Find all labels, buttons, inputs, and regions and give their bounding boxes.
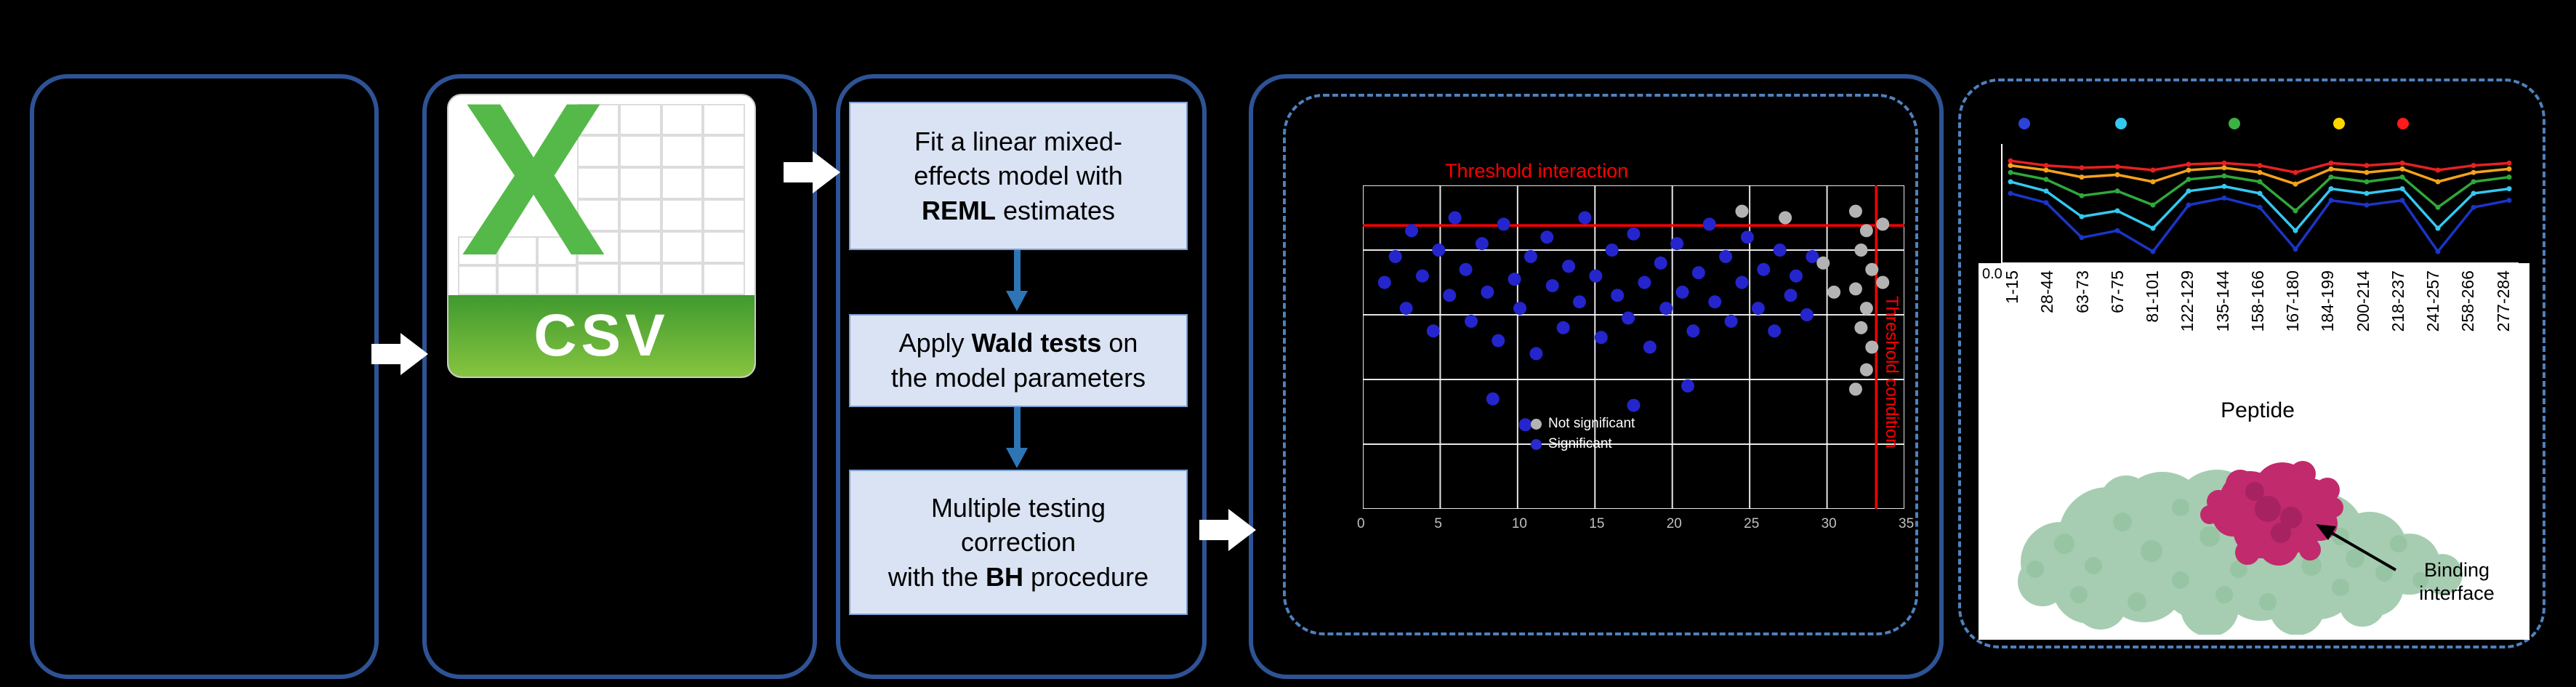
x-tick-label: 10 (1511, 516, 1527, 531)
panel-statistical-steps (836, 74, 1207, 679)
step1-bold-reml: REML (921, 195, 996, 225)
peptide-tick-label: 28-44 (2037, 270, 2057, 313)
legend-label: Significant (1548, 436, 1612, 451)
legend-dot-icon (1531, 438, 1542, 450)
panel-peptide-results (1958, 79, 2545, 648)
scatter-plot (1362, 185, 1905, 523)
excel-x-logo: X (460, 94, 606, 302)
binding-label-line2: interface (2419, 582, 2495, 605)
step2-text: on (1101, 328, 1138, 358)
legend-item: Significant (1531, 436, 1635, 452)
step3-bold-bh: BH (985, 561, 1023, 592)
binding-label-line1: Binding (2423, 559, 2490, 581)
panel-global-results (1249, 74, 1944, 679)
flow-arrow-1-icon (371, 333, 428, 375)
x-tick-label: 5 (1434, 516, 1442, 531)
peptide-uptake-svg (2001, 118, 2519, 264)
step2-text: Apply (898, 328, 972, 358)
x-tick-label: 25 (1744, 516, 1760, 531)
step1-text: effects model with (914, 161, 1123, 191)
peptide-tick-label: 277-284 (2493, 270, 2513, 332)
flow-arrow-3-icon (1199, 509, 1256, 551)
peptide-tick-label: 1-15 (2003, 270, 2021, 305)
step1-text: estimates (995, 195, 1116, 225)
peptide-tick-label: 135-144 (2213, 270, 2232, 332)
step3-text: correction (960, 527, 1076, 558)
peptide-tick-label: 200-214 (2353, 270, 2372, 332)
binding-interface-shading (2245, 482, 2302, 543)
step3-text: with the (887, 561, 986, 592)
threshold-interaction-label: Threshold interaction (1445, 160, 1629, 182)
peptide-axis-labels: 1-15 28-44 63-73 67-75 81-101 122-129 135-144 1… (2003, 270, 2513, 401)
spreadsheet-grid-small (457, 236, 577, 295)
panel-csv-file (422, 74, 817, 679)
legend-dot-icon (1531, 418, 1542, 430)
peptide-tick-label: 158-166 (2247, 270, 2267, 332)
legend-item: Not significant (1531, 416, 1635, 432)
peptide-tick-label: 67-75 (2107, 270, 2127, 313)
step3-text: Multiple testing (930, 492, 1106, 523)
y-axis-tick-label: 0.0 (1982, 266, 2003, 282)
peptide-uptake-chart (1984, 109, 2522, 265)
csv-page-background: X CSV (447, 94, 756, 378)
step1-text: Fit a linear mixed- (914, 126, 1123, 156)
peptide-tick-label: 241-257 (2423, 270, 2443, 332)
step2-text: the model parameters (890, 363, 1146, 393)
spreadsheet-grid (576, 103, 746, 295)
peptide-tick-label: 167-180 (2283, 270, 2303, 332)
x-tick-label: 30 (1821, 516, 1837, 531)
step-wald-tests-box: Apply Wald tests on the model parameters (849, 314, 1188, 407)
x-tick-label: 15 (1589, 516, 1605, 531)
csv-ribbon-label: CSV (534, 302, 669, 369)
global-results-dashed-frame (1283, 94, 1918, 635)
step-fit-model-box: Fit a linear mixed- effects model with R… (849, 102, 1188, 250)
step2-bold-wald: Wald tests (971, 328, 1102, 358)
protein-structure-svg (2018, 461, 2463, 637)
down-arrow-2-icon (1006, 407, 1028, 468)
peptide-axis-title: Peptide (2221, 398, 2295, 422)
peptide-tick-label: 122-129 (2178, 270, 2197, 332)
step3-text: procedure (1023, 561, 1149, 592)
threshold-condition-label: Threshold condition (1882, 296, 1901, 449)
legend-label: Not significant (1548, 416, 1635, 431)
down-arrow-1-icon (1006, 250, 1028, 311)
step-bh-correction-box: Multiple testing correction with the BH … (849, 470, 1188, 615)
panel-input (30, 74, 379, 679)
peptide-tick-label: 258-266 (2458, 270, 2478, 332)
x-tick-label: 0 (1357, 516, 1365, 531)
scatter-x-axis-ticks: 0 5 10 15 20 25 30 35 (1357, 516, 1914, 537)
flow-arrow-2-icon (784, 151, 840, 193)
peptide-tick-label: 184-199 (2318, 270, 2338, 332)
peptide-tick-label: 218-237 (2388, 270, 2407, 332)
binding-arrow-icon (2316, 524, 2397, 571)
csv-file-icon: X CSV (447, 94, 756, 378)
peptide-tick-label: 63-73 (2072, 270, 2092, 313)
scatter-plot-svg (1362, 185, 1905, 523)
peptide-tick-label: 81-101 (2143, 270, 2162, 323)
binding-interface-label: Binding interface (2391, 558, 2522, 606)
x-tick-label: 35 (1899, 516, 1915, 531)
csv-ribbon: CSV (448, 294, 754, 377)
protein-structure (1992, 413, 2508, 637)
x-tick-label: 20 (1666, 516, 1682, 531)
